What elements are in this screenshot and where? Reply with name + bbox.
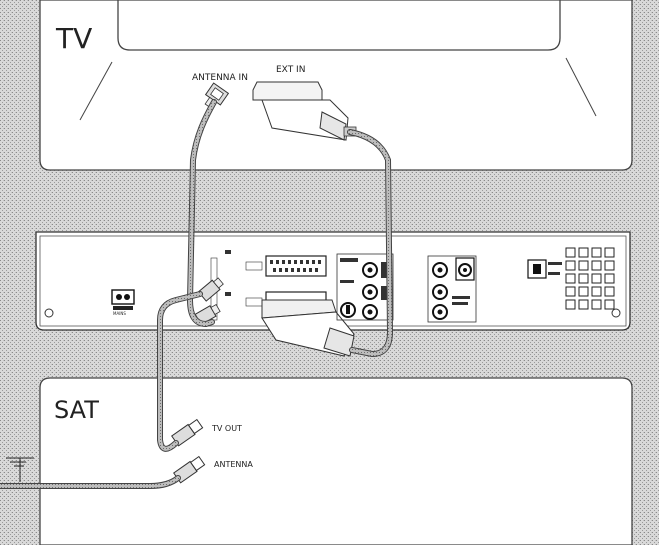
- tv-perspective-line-right: [565, 57, 597, 117]
- antenna-label: ANTENNA: [214, 460, 253, 469]
- mains-label: MAINS: [113, 311, 126, 316]
- recorder-vent-grid: [565, 247, 615, 310]
- ext-in-label: EXT IN: [276, 65, 305, 75]
- screw-left: [44, 308, 54, 318]
- tv-ext-in-scart-plug: [252, 81, 357, 141]
- tv-perspective-line-left: [79, 61, 113, 121]
- recorder-switch: [527, 259, 562, 279]
- cable-scart: [347, 129, 394, 358]
- recorder-digital-audio-connectors: [427, 255, 477, 323]
- mains-socket: MAINS: [111, 289, 135, 316]
- recorder-av-connectors: [336, 253, 394, 321]
- recorder-scart-plug: [261, 299, 355, 357]
- tv-out-label: TV OUT: [211, 424, 242, 433]
- outdoor-antenna-icon: [6, 457, 34, 482]
- tv-screen: [117, 0, 561, 51]
- tv-unit: TV ANTENNA IN EXT IN: [39, 0, 633, 171]
- sat-unit: SAT TV OUT ANTENNA: [39, 377, 633, 545]
- cable-outdoor-antenna: [0, 475, 181, 489]
- tv-name: TV: [55, 22, 92, 55]
- cable-tv-antenna: [186, 99, 217, 328]
- cable-sat-to-recorder: [157, 291, 203, 452]
- antenna-in-label: ANTENNA IN: [192, 73, 248, 83]
- recorder-rear-panel: MAINS: [35, 231, 631, 357]
- screw-right: [611, 308, 621, 318]
- sat-name: SAT: [54, 396, 99, 424]
